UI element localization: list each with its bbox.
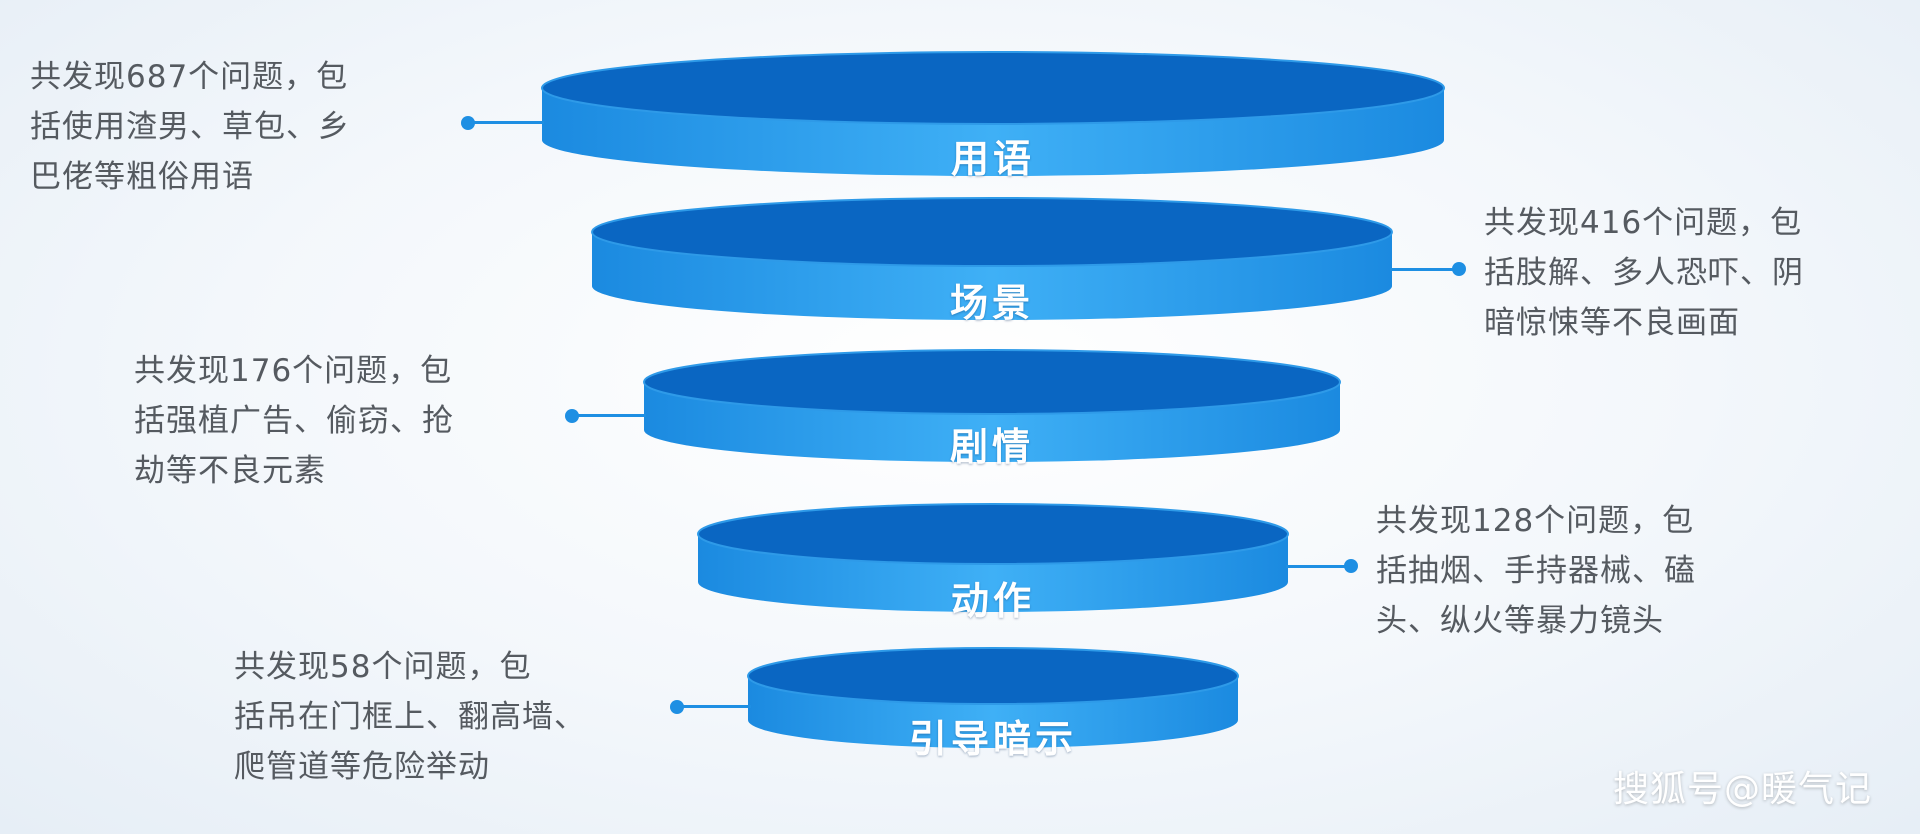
note-line: 头、纵火等暴力镜头	[1376, 603, 1664, 639]
disk-shape	[697, 503, 1289, 612]
disk-shape	[747, 647, 1239, 748]
funnel-disk-juqing: 剧情	[643, 348, 1341, 478]
disk-shape	[643, 349, 1341, 462]
note-line: 巴佬等粗俗用语	[30, 159, 254, 195]
connector-line	[1390, 268, 1458, 271]
connector-line	[677, 705, 751, 708]
note-line: 共发现128个问题，包	[1376, 503, 1695, 539]
stage-note-yindao-anshi: 共发现58个问题，包 括吊在门框上、翻高墙、 爬管道等危险举动	[234, 642, 586, 792]
note-line: 括肢解、多人恐吓、阴	[1484, 255, 1804, 291]
funnel-disk-yindao-anshi: 引导暗示	[747, 646, 1239, 766]
connector-dot	[1344, 559, 1358, 573]
note-line: 括强植广告、偷窃、抢	[134, 403, 454, 439]
stage-note-dongzuo: 共发现128个问题，包 括抽烟、手持器械、磕 头、纵火等暴力镜头	[1376, 496, 1696, 646]
note-line: 劫等不良元素	[134, 453, 326, 489]
stage-label: 引导暗示	[908, 717, 1077, 761]
stage-label: 用语	[950, 137, 1035, 181]
note-line: 共发现58个问题，包	[234, 649, 532, 685]
note-line: 括使用渣男、草包、乡	[30, 109, 350, 145]
note-line: 括抽烟、手持器械、磕	[1376, 553, 1696, 589]
connector-line	[1286, 565, 1350, 568]
watermark: 搜狐号@暖气记	[1612, 769, 1872, 810]
funnel-disk-changjing: 场景	[591, 196, 1393, 326]
connector-line	[572, 414, 646, 417]
funnel-disk-dongzuo: 动作	[697, 500, 1289, 630]
funnel-disk-yongyu: 用语	[541, 51, 1445, 182]
stage-note-yongyu: 共发现687个问题，包 括使用渣男、草包、乡 巴佬等粗俗用语	[30, 52, 350, 202]
stage-note-changjing: 共发现416个问题，包 括肢解、多人恐吓、阴 暗惊悚等不良画面	[1484, 198, 1804, 348]
stage-note-juqing: 共发现176个问题，包 括强植广告、偷窃、抢 劫等不良元素	[134, 346, 454, 496]
note-line: 共发现416个问题，包	[1484, 205, 1803, 241]
note-line: 共发现687个问题，包	[30, 59, 349, 95]
note-line: 爬管道等危险举动	[234, 749, 490, 785]
disk-shape	[541, 51, 1445, 176]
stage-label: 剧情	[949, 425, 1034, 469]
note-line: 括吊在门框上、翻高墙、	[234, 699, 586, 735]
note-line: 共发现176个问题，包	[134, 353, 453, 389]
disk-shape	[591, 197, 1393, 320]
connector-dot	[1452, 262, 1466, 276]
note-line: 暗惊悚等不良画面	[1484, 305, 1740, 341]
connector-line	[468, 121, 544, 124]
stage-label: 动作	[950, 579, 1035, 623]
stage-label: 场景	[949, 281, 1034, 325]
